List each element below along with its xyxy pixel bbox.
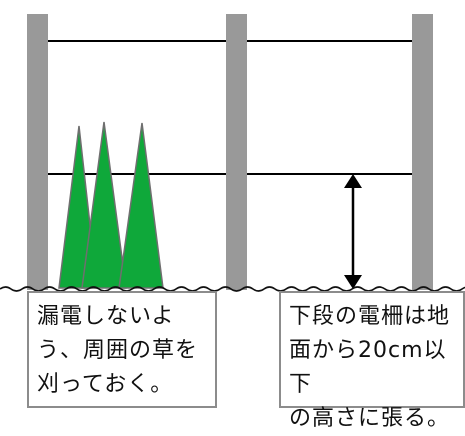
electric-fence-diagram [0, 14, 465, 292]
fence-post-left [27, 14, 48, 290]
grass-cutting-note: 漏電しないよ う、周囲の草を 刈っておく。 [27, 291, 217, 408]
wire-height-note: 下段の電柵は地 面から20cm以下 の高さに張る。 [279, 291, 465, 431]
grass-icon [58, 121, 164, 289]
grass-blade [81, 121, 127, 289]
height-arrow-icon [344, 174, 362, 289]
fence-post-middle [226, 14, 247, 290]
ground-line [0, 286, 465, 292]
grass-blade [118, 122, 164, 289]
fence-post-right [412, 14, 433, 290]
